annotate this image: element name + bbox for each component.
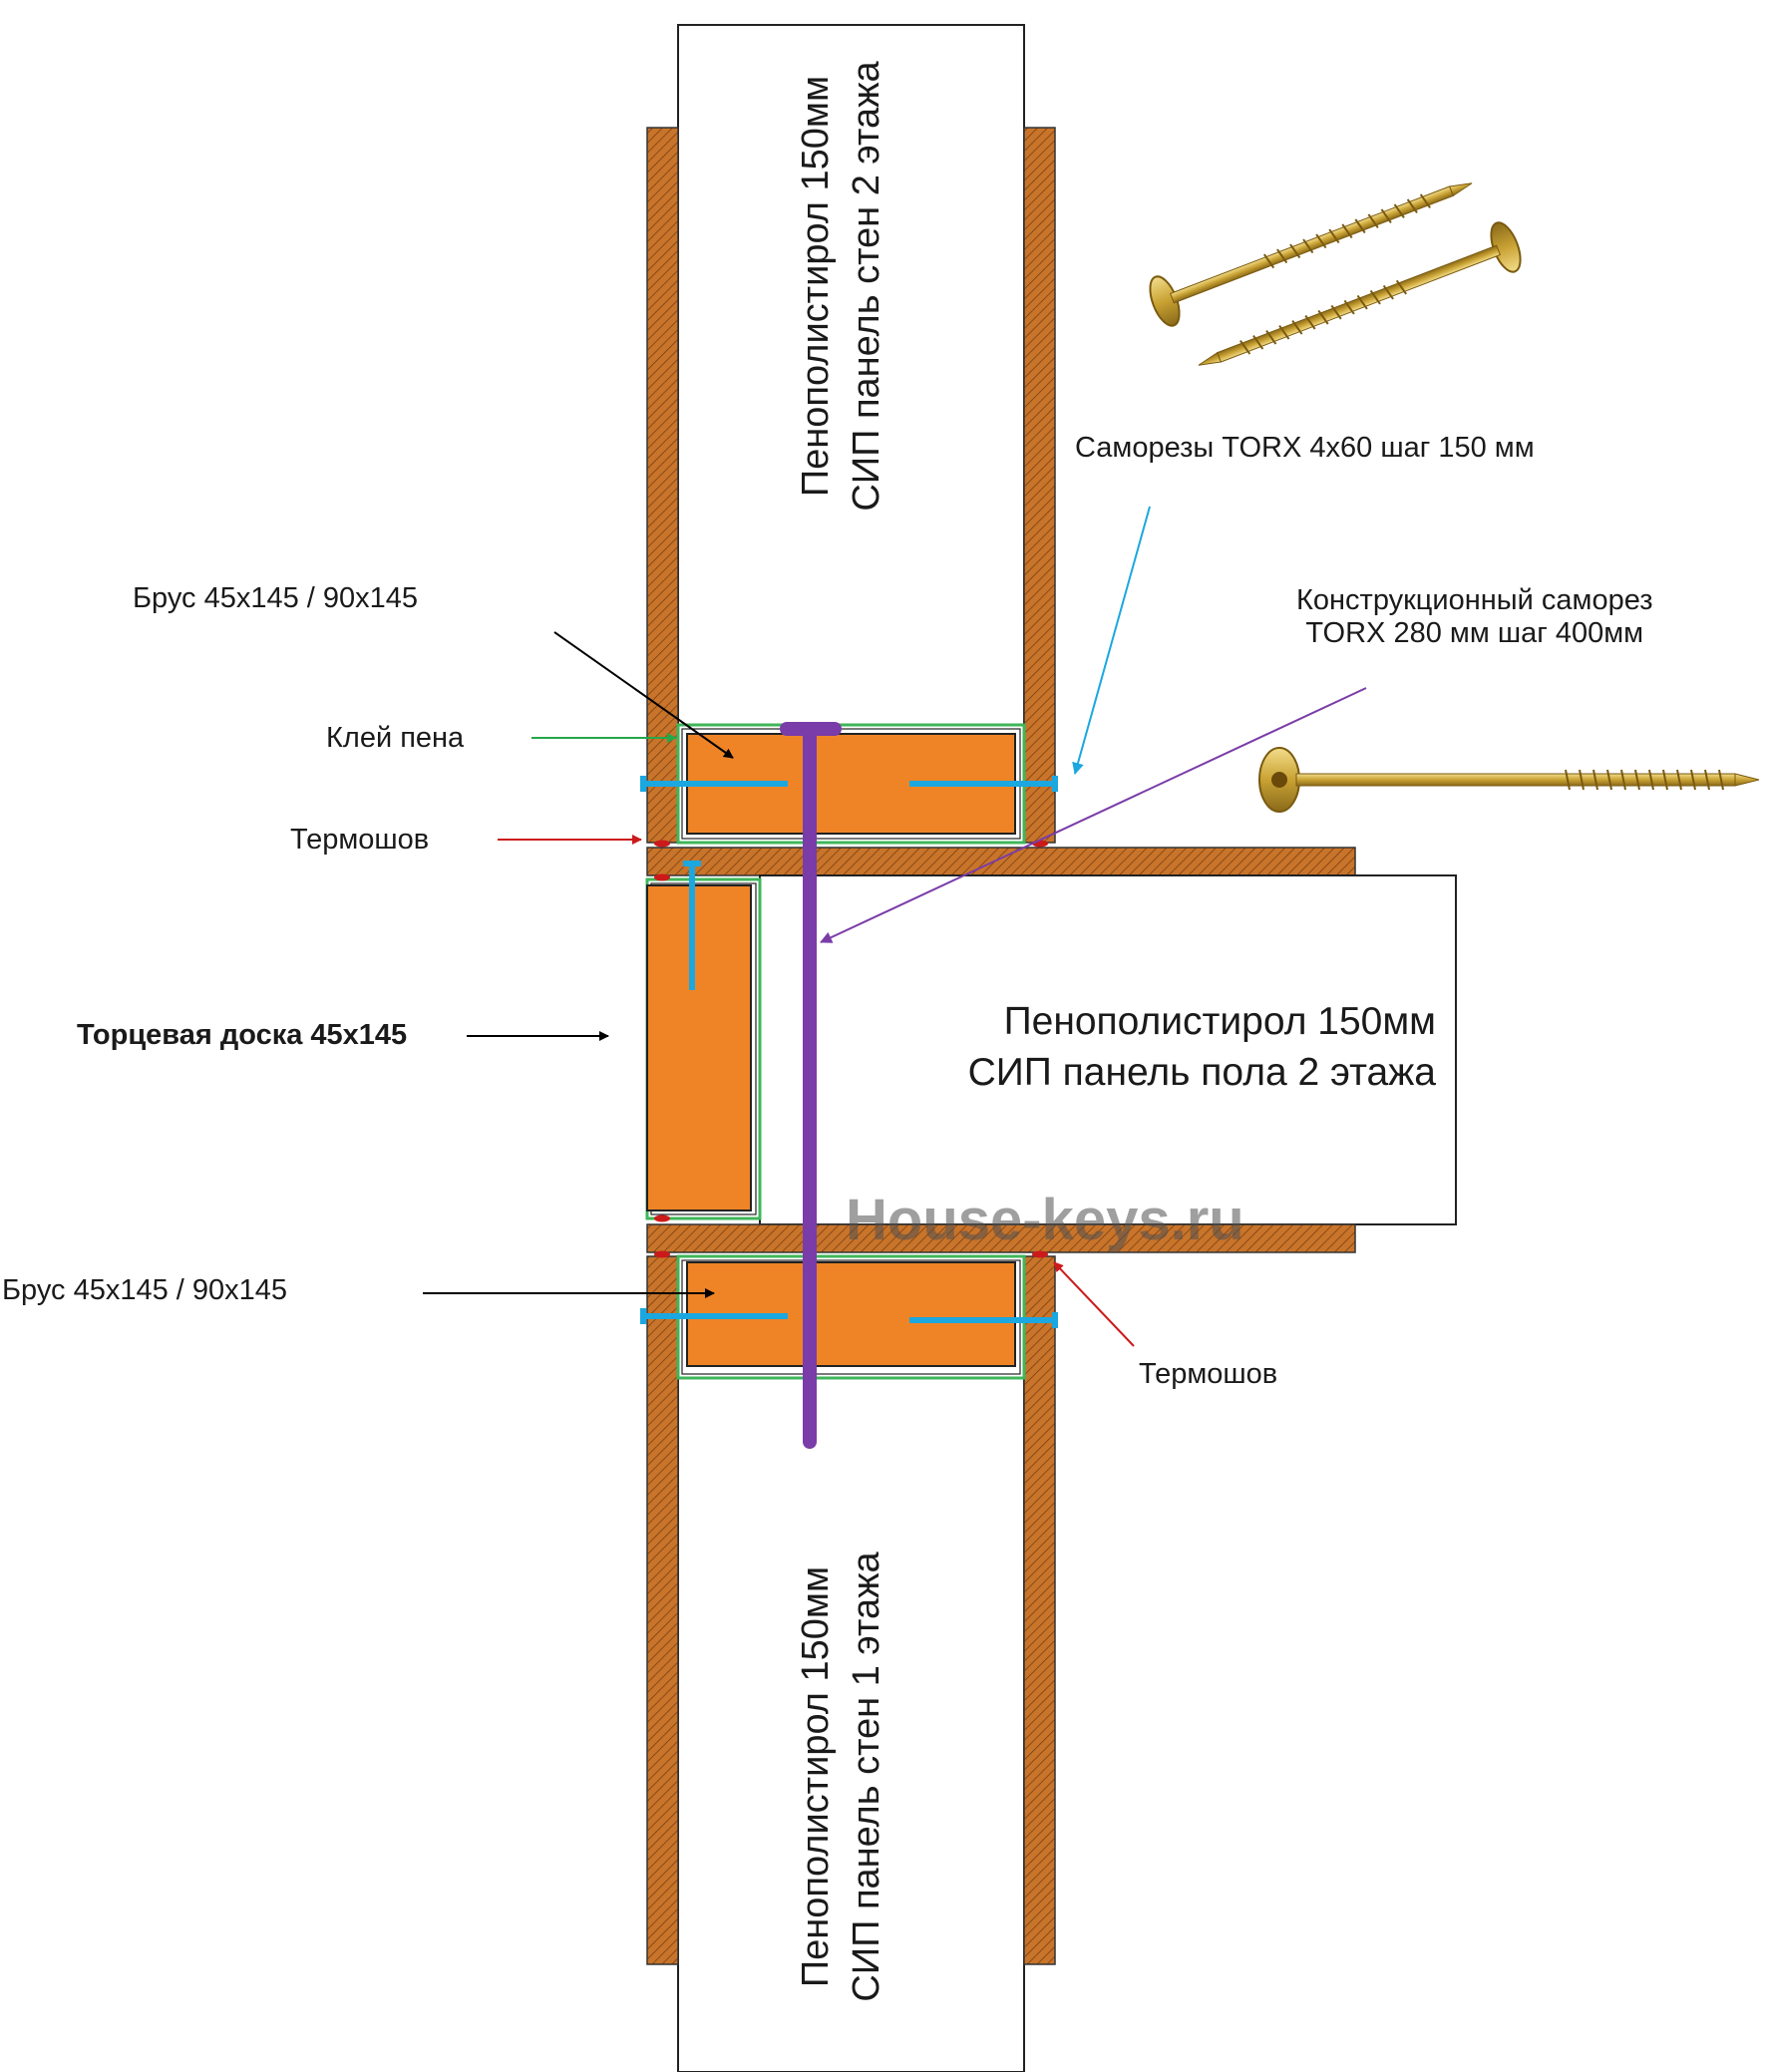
arrow-thermal-right bbox=[1053, 1261, 1135, 1347]
lower-wall-line1: Пенополистирол 150мм bbox=[795, 1565, 837, 1988]
upper-wall-line1: Пенополистирол 150мм bbox=[795, 75, 837, 498]
floor-line1: Пенополистирол 150мм bbox=[1003, 1000, 1436, 1043]
structural-screw-icon bbox=[1258, 747, 1760, 813]
structural-screw bbox=[780, 722, 842, 1449]
arrow-structural-screw bbox=[820, 687, 1367, 943]
lower-wall-osb-left bbox=[646, 1255, 679, 1965]
end-board bbox=[646, 884, 752, 1211]
upper-wall-foam bbox=[677, 24, 1025, 729]
lower-wall-line2: СИП панель стен 1 этажа bbox=[846, 1552, 888, 2002]
glue-foam-label: Клей пена bbox=[326, 722, 465, 754]
lower-wall-foam bbox=[677, 1375, 1025, 2072]
thermal-seam-left-label: Термошов bbox=[290, 824, 430, 856]
structural-screw-line1: Конструкционный саморез bbox=[1296, 584, 1653, 616]
arrow-screws-torx bbox=[1072, 506, 1151, 775]
screws-torx-label: Саморезы TORX 4х60 шаг 150 мм bbox=[1075, 432, 1535, 464]
arrow-beam-upper bbox=[553, 631, 734, 759]
lower-wall-panel-label: Пенополистирол 150мм СИП панель стен 1 э… bbox=[791, 1498, 910, 2056]
upper-wall-osb-right bbox=[1023, 127, 1056, 844]
lower-wall-osb-right bbox=[1023, 1255, 1056, 1965]
structural-screw-label: Конструкционный саморез TORX 280 мм шаг … bbox=[1296, 584, 1653, 651]
floor-osb-bottom bbox=[646, 1223, 1356, 1253]
structural-screw-line2: TORX 280 мм шаг 400мм bbox=[1305, 617, 1644, 650]
thermal-seams bbox=[654, 840, 1048, 1258]
upper-wall-line2: СИП панель стен 2 этажа bbox=[846, 61, 888, 512]
floor-osb-top bbox=[646, 847, 1356, 876]
upper-wall-panel-label: Пенополистирол 150мм СИП панель стен 2 э… bbox=[791, 7, 910, 565]
beam-lower-label: Брус 45х145 / 90х145 bbox=[2, 1274, 288, 1306]
floor-line2: СИП панель пола 2 этажа bbox=[967, 1050, 1436, 1094]
small-screws bbox=[640, 776, 1058, 1328]
floor-panel-label: Пенополистирол 150мм СИП панель пола 2 э… bbox=[878, 997, 1436, 1098]
end-board-label: Торцевая доска 45х145 bbox=[77, 1019, 408, 1051]
upper-wall-osb-left bbox=[646, 127, 679, 844]
thermal-seam-right-label: Термошов bbox=[1139, 1358, 1278, 1390]
watermark: House-keys.ru bbox=[846, 1188, 1244, 1252]
floor-foam bbox=[759, 874, 1457, 1225]
wood-screws-pair-icon bbox=[1149, 182, 1522, 366]
beam-upper-label: Брус 45х145 / 90х145 bbox=[133, 582, 419, 614]
